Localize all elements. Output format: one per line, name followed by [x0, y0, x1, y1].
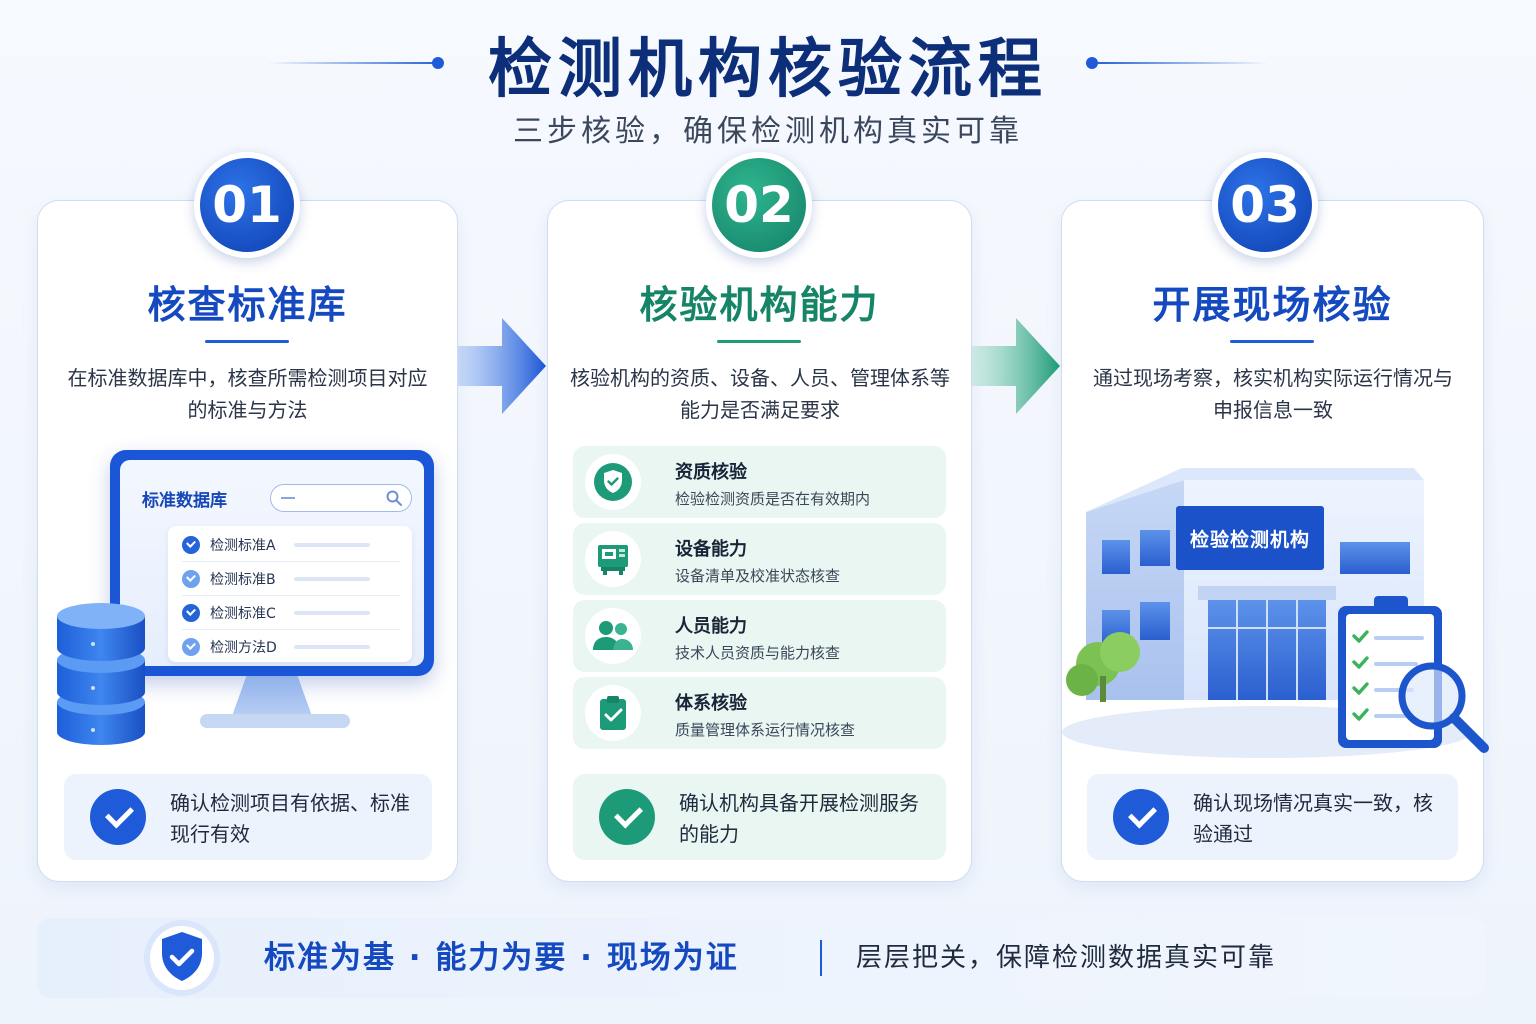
step-result-1: 确认检测项目有依据、标准现行有效 — [64, 774, 432, 860]
database-list: 检测标准A 检测标准B 检测标准C 检测方法D — [168, 526, 412, 662]
footer-note: 层层把关，保障检测数据真实可靠 — [856, 943, 1277, 973]
step-result-text: 确认机构具备开展检测服务的能力 — [679, 791, 919, 846]
divider — [182, 629, 400, 630]
step-title-underline-2 — [717, 340, 801, 343]
step-result-text: 确认现场情况真实一致，核验通过 — [1193, 791, 1433, 846]
placeholder-bar — [294, 611, 370, 615]
title-decor-line-left — [268, 62, 438, 64]
capability-title: 资质核验 — [675, 462, 747, 483]
monitor-stand — [232, 676, 312, 716]
step-number-badge-2: 02 — [706, 152, 812, 258]
step-result-3: 确认现场情况真实一致，核验通过 — [1087, 774, 1458, 860]
check-circle-icon — [90, 789, 146, 845]
step-result-text: 确认检测项目有依据、标准现行有效 — [170, 791, 410, 846]
placeholder-bar — [294, 543, 370, 547]
check-circle-icon — [182, 570, 200, 588]
capability-subtitle: 设备清单及校准状态核查 — [675, 567, 841, 585]
step-description-1: 在标准数据库中，核查所需检测项目对应的标准与方法 — [67, 366, 428, 422]
arrow-right-icon — [458, 318, 546, 414]
footer-slogan: 标准为基 · 能力为要 · 现场为证 — [264, 940, 739, 976]
step-title-2: 核验机构能力 — [639, 283, 880, 327]
placeholder-bar — [294, 577, 370, 581]
list-item: 检测标准B — [182, 562, 402, 596]
clipboard-check-icon — [600, 696, 626, 730]
list-item: 检测标准A — [182, 528, 402, 562]
capability-title: 设备能力 — [675, 539, 747, 560]
building-icon — [1062, 468, 1489, 758]
step-number-badge-1: 01 — [194, 152, 300, 258]
building-sign-label: 检验检测机构 — [1189, 528, 1310, 551]
capability-icon-badge — [585, 608, 641, 664]
capability-icon-badge — [585, 685, 641, 741]
equipment-icon — [598, 545, 628, 575]
step-result-2: 确认机构具备开展检测服务的能力 — [573, 774, 946, 860]
capability-item-qualification: 资质核验 检验检测资质是否在有效期内 — [573, 446, 946, 518]
check-circle-icon — [182, 638, 200, 656]
title-decor-dot-left — [432, 57, 444, 69]
capability-title: 体系核验 — [675, 693, 747, 714]
step-title-underline-3 — [1230, 340, 1314, 343]
list-item-label: 检测标准B — [210, 572, 276, 588]
list-item: 检测方法D — [182, 630, 402, 664]
check-circle-icon — [182, 604, 200, 622]
step-number-badge-3: 03 — [1212, 152, 1318, 258]
header: 检测机构核验流程 三步核验，确保检测机构真实可靠 — [0, 14, 1536, 149]
capability-item-personnel: 人员能力 技术人员资质与能力核查 — [573, 600, 946, 672]
list-item-label: 检测方法D — [210, 640, 277, 656]
capability-icon-badge — [585, 454, 641, 510]
database-title: 标准数据库 — [142, 491, 227, 511]
list-item-label: 检测标准C — [210, 606, 276, 622]
title-decor-dot-right — [1086, 57, 1098, 69]
database-cylinder-icon — [57, 603, 145, 745]
building-illustration — [1062, 450, 1492, 760]
arrow-right-icon — [972, 318, 1060, 414]
capability-title: 人员能力 — [675, 616, 747, 637]
monitor-screen: 标准数据库 检测标准A 检测标准B — [120, 460, 424, 666]
page-title: 检测机构核验流程 — [488, 33, 1048, 107]
step-title-3: 开展现场核验 — [1152, 283, 1393, 327]
capability-icon-badge — [585, 531, 641, 587]
check-circle-icon — [182, 536, 200, 554]
step-title-underline-1 — [205, 340, 289, 343]
footer-divider — [820, 940, 822, 976]
check-circle-icon — [1113, 789, 1169, 845]
monitor-base — [200, 714, 350, 728]
search-placeholder-dash — [281, 497, 295, 499]
search-input — [270, 484, 412, 512]
people-icon — [593, 621, 633, 650]
shield-check-icon — [144, 920, 220, 996]
capability-subtitle: 质量管理体系运行情况核查 — [675, 721, 856, 739]
placeholder-bar — [294, 645, 370, 649]
step-description-2: 核验机构的资质、设备、人员、管理体系等能力是否满足要求 — [570, 366, 950, 422]
capability-item-equipment: 设备能力 设备清单及校准状态核查 — [573, 523, 946, 595]
divider — [182, 561, 400, 562]
footer-banner — [37, 918, 1485, 998]
check-circle-icon — [599, 789, 655, 845]
step-title-1: 核查标准库 — [147, 283, 348, 327]
title-decor-line-right — [1098, 62, 1268, 64]
list-item-label: 检测标准A — [210, 538, 276, 554]
shield-check-icon — [594, 463, 632, 501]
capability-item-system: 体系核验 质量管理体系运行情况核查 — [573, 677, 946, 749]
step-description-3: 通过现场考察，核实机构实际运行情况与申报信息一致 — [1093, 366, 1453, 422]
divider — [182, 595, 400, 596]
list-item: 检测标准C — [182, 596, 402, 630]
page-subtitle: 三步核验，确保检测机构真实可靠 — [513, 114, 1023, 149]
capability-subtitle: 技术人员资质与能力核查 — [675, 644, 841, 662]
search-icon — [386, 490, 402, 506]
monitor-illustration: 标准数据库 检测标准A 检测标准B — [110, 450, 434, 676]
capability-subtitle: 检验检测资质是否在有效期内 — [675, 490, 871, 508]
